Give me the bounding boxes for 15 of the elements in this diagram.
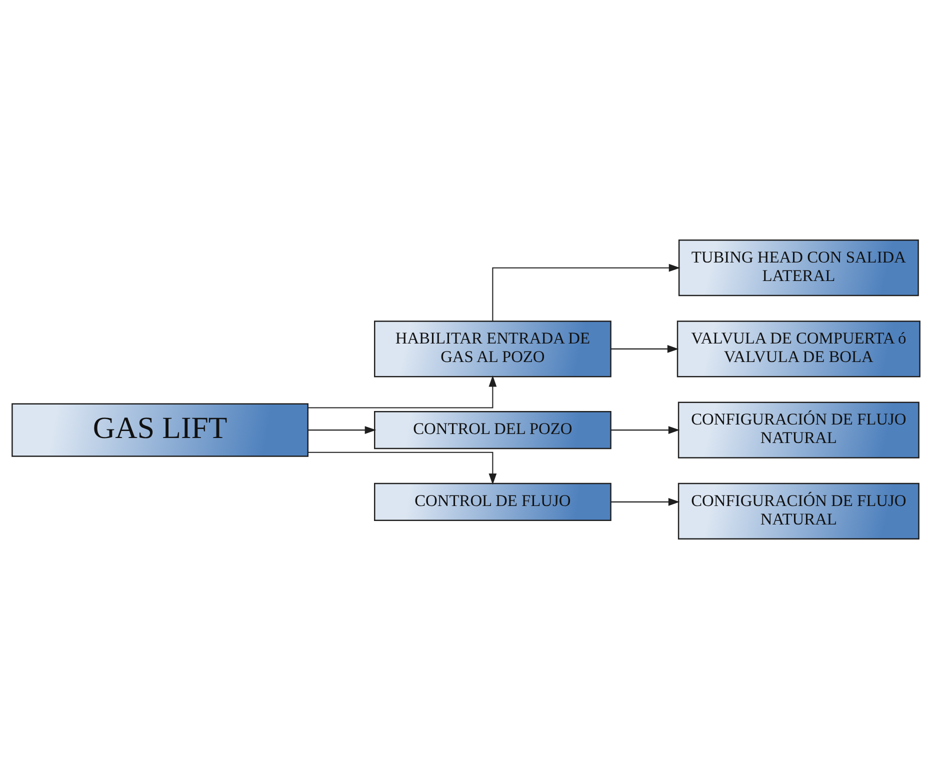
node-box: GAS LIFT bbox=[12, 402, 308, 456]
node-box: CONFIGURACIÓN DE FLUJO NATURAL bbox=[678, 482, 920, 539]
arrow bbox=[611, 426, 680, 434]
node-box: CONTROL DEL POZO bbox=[374, 410, 612, 449]
arrow bbox=[308, 426, 376, 434]
arrow bbox=[611, 497, 680, 506]
arrow bbox=[492, 263, 680, 321]
node-box: HABILITAR ENTRADA DE GAS AL POZO bbox=[374, 320, 612, 377]
arrow bbox=[308, 374, 497, 408]
arrow bbox=[308, 451, 497, 484]
node-box: TUBING HEAD CON SALIDA LATERAL bbox=[678, 238, 919, 296]
node-box: CONTROL DE FLUJO bbox=[374, 482, 612, 521]
node-box: CONFIGURACIÓN DE FLUJO NATURAL bbox=[678, 401, 920, 458]
arrow bbox=[611, 344, 679, 352]
node-box: VALVULA DE COMPUERTA ó VALVULA DE BOLA bbox=[676, 320, 920, 377]
